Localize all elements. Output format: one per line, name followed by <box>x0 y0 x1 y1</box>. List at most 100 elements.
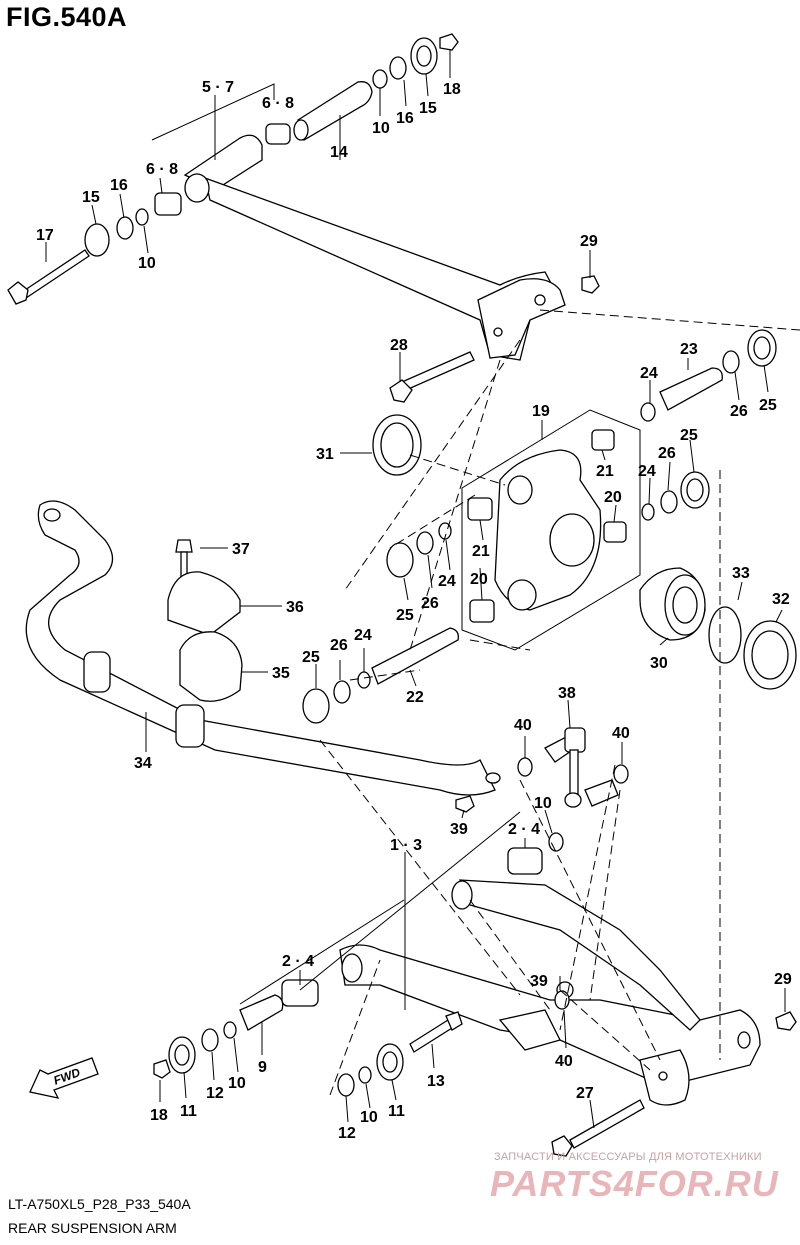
bushing-35 <box>179 631 243 702</box>
callout-6-8-top: 6 · 8 <box>262 95 294 112</box>
callout-10-top: 10 <box>372 120 390 137</box>
callout-16-top: 16 <box>396 110 414 127</box>
seal-32 <box>743 620 797 690</box>
cap-15-left <box>84 223 110 257</box>
callout-25-mid: 25 <box>680 427 698 444</box>
pipe-14 <box>293 81 373 141</box>
callout-13: 13 <box>427 1073 445 1090</box>
nut-39-mid <box>455 795 475 813</box>
bushing-21-right <box>591 429 615 451</box>
callout-14: 14 <box>330 144 348 161</box>
washer-40-right <box>613 764 629 784</box>
callout-6-8-left: 6 · 8 <box>146 161 178 178</box>
seal-10-mid <box>548 832 564 852</box>
callout-30: 30 <box>650 655 668 672</box>
callout-27: 27 <box>576 1085 594 1102</box>
callout-26-mid: 26 <box>658 445 676 462</box>
callout-21-right: 21 <box>596 463 614 480</box>
callout-16-left: 16 <box>110 177 128 194</box>
bushing-6-8-left <box>154 192 182 216</box>
seal-10-left <box>135 208 149 226</box>
callout-17: 17 <box>36 227 54 244</box>
washer-12-bottom <box>337 1073 355 1097</box>
callout-26-left: 26 <box>421 595 439 612</box>
diagram-caption: REAR SUSPENSION ARM <box>8 1220 177 1236</box>
pipe-22 <box>371 627 459 685</box>
circlip-33 <box>708 606 742 664</box>
callout-37: 37 <box>232 541 250 558</box>
callout-18-low: 18 <box>150 1107 168 1124</box>
washer-16-top <box>389 56 407 80</box>
figure-title: FIG.540A <box>6 2 128 32</box>
bushing-20-right <box>603 521 627 543</box>
washer-26-low <box>333 680 351 704</box>
callout-19: 19 <box>532 403 550 420</box>
callout-15-top: 15 <box>419 100 437 117</box>
callout-23: 23 <box>680 341 698 358</box>
callout-11-low: 11 <box>180 1103 197 1120</box>
fwd-arrow-icon: FWD <box>29 1057 99 1099</box>
washer-26-mid <box>660 490 678 514</box>
callout-33: 33 <box>732 565 750 582</box>
bracket-36 <box>167 571 241 636</box>
seal-10-bottom <box>358 1066 372 1084</box>
callout-25-top: 25 <box>759 397 777 414</box>
bolt-28 <box>389 351 475 403</box>
callout-11-bottom: 11 <box>388 1103 405 1120</box>
callout-15-left: 15 <box>82 189 100 206</box>
callout-40-low: 40 <box>555 1053 573 1070</box>
bolt-13 <box>409 1011 463 1053</box>
bushing-2-4-right <box>507 847 543 875</box>
callout-24-top: 24 <box>640 365 658 382</box>
callout-25-left: 25 <box>396 607 414 624</box>
callout-28: 28 <box>390 337 408 354</box>
callout-40-right: 40 <box>612 725 630 742</box>
callout-34: 34 <box>134 755 152 772</box>
washer-16-left <box>116 216 134 240</box>
pipe-9 <box>239 994 284 1031</box>
washer-40-low <box>554 990 570 1010</box>
callout-24-mid: 24 <box>638 463 656 480</box>
callout-20-left: 20 <box>470 571 488 588</box>
callout-10-left: 10 <box>138 255 156 272</box>
washer-40-mid <box>517 757 533 777</box>
cap-25-low <box>302 688 330 724</box>
callout-24-left: 24 <box>438 573 456 590</box>
seal-24-low <box>357 671 371 689</box>
callout-39-low: 39 <box>530 973 548 990</box>
bolt-17 <box>7 249 90 305</box>
nut-29-low <box>775 1011 797 1031</box>
callout-9: 9 <box>258 1059 267 1076</box>
callout-32: 32 <box>772 591 790 608</box>
link-rod-38 <box>544 727 619 808</box>
callout-2-4-left: 2 · 4 <box>282 953 314 970</box>
washer-26-left <box>416 531 434 555</box>
callout-24-low: 24 <box>354 627 372 644</box>
callout-35: 35 <box>272 665 290 682</box>
seal-10-top <box>372 69 388 89</box>
watermark-logo: PARTS4FOR.RU <box>490 1163 779 1204</box>
callout-26-low: 26 <box>330 637 348 654</box>
bushing-20-left <box>469 599 495 623</box>
callout-21-left: 21 <box>472 543 490 560</box>
diagram-code: LT-A750XL5_P28_P33_540A <box>8 1196 191 1212</box>
washer-12-low <box>201 1028 219 1052</box>
callout-22: 22 <box>406 689 424 706</box>
callout-12-low: 12 <box>206 1085 224 1102</box>
pipe-23 <box>659 367 723 411</box>
callout-18-top: 18 <box>443 81 461 98</box>
stabilizer-bar-34 <box>25 500 501 796</box>
callout-2-4-right: 2 · 4 <box>508 821 540 838</box>
callout-10-low: 10 <box>228 1075 246 1092</box>
callout-40-mid: 40 <box>514 717 532 734</box>
callout-26-top: 26 <box>730 403 748 420</box>
bushing-6-8-top <box>265 123 291 145</box>
callout-31: 31 <box>316 446 334 463</box>
callout-25-low: 25 <box>302 649 320 666</box>
seal-24-top <box>640 402 656 422</box>
cap-25-left <box>386 542 414 578</box>
bearing-30 <box>639 567 706 641</box>
seal-10-low <box>223 1021 237 1039</box>
seal-31 <box>372 414 422 476</box>
callout-12-bottom: 12 <box>338 1125 356 1142</box>
